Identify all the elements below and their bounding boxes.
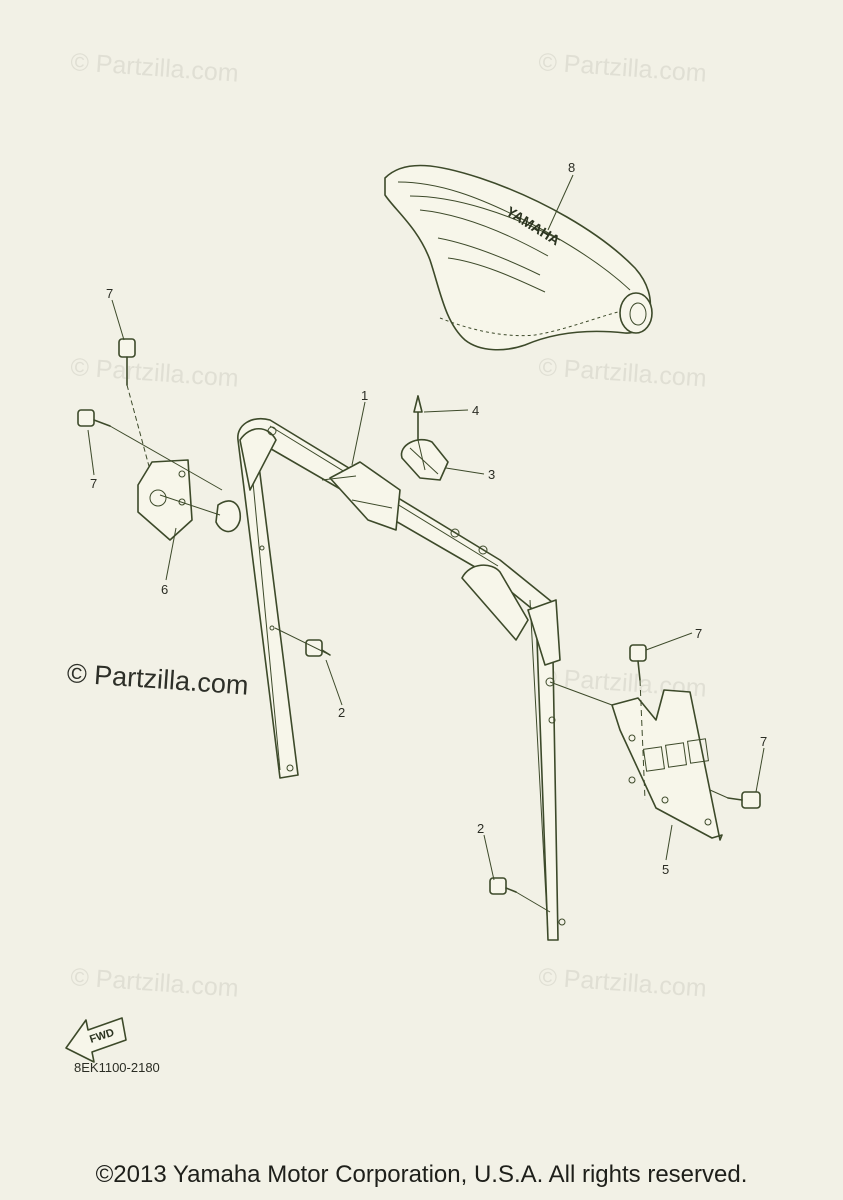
leader-lines: [87, 174, 765, 881]
watermark-bottom-left: © Partzilla.com: [70, 963, 240, 1003]
callout-handlebar: 1: [361, 388, 368, 403]
diagram-code: 8EK1100-2180: [74, 1060, 160, 1075]
callout-bolt-top-left-a: 7: [106, 286, 113, 301]
watermark-top-left: © Partzilla.com: [70, 48, 240, 88]
callout-bolt-plate-right: 7: [760, 734, 767, 749]
bolt-plate-top: [629, 644, 647, 681]
watermark-top-right: © Partzilla.com: [538, 48, 708, 88]
callout-bolt-top-left-b: 7: [90, 476, 97, 491]
bolt-pole-right: [489, 877, 517, 895]
bolt-pole-left: [305, 639, 331, 657]
callout-bolt-plate-top: 7: [695, 626, 702, 641]
callout-clip: 3: [488, 467, 495, 482]
bolt-plate-right: [727, 791, 761, 809]
bolt-top-left-b: [77, 409, 111, 427]
callout-rivet: 4: [472, 403, 479, 418]
callout-numbers: 8 1 4 3 7 7 6 2 7 7 5 2: [90, 160, 767, 877]
bolt-top-left-a: [118, 338, 136, 386]
handlebar-frame: [215, 418, 566, 941]
copyright-footer: ©2013 Yamaha Motor Corporation, U.S.A. A…: [95, 1161, 748, 1188]
callout-bolt-pole-right: 2: [477, 821, 484, 836]
fwd-arrow-icon: FWD: [65, 1017, 127, 1063]
left-bracket: [137, 459, 193, 541]
mounting-plate: [611, 689, 723, 841]
assembly-lines: [109, 384, 729, 913]
callout-bolt-pole-left: 2: [338, 705, 345, 720]
bolts: [77, 338, 761, 895]
callout-bracket: 6: [161, 582, 168, 597]
watermark-bottom-right: © Partzilla.com: [538, 963, 708, 1003]
callout-plate: 5: [662, 862, 669, 877]
watermark-mid-left: © Partzilla.com: [70, 353, 240, 393]
cable-clip: [400, 395, 449, 481]
seat-pad: YAMAHA: [384, 164, 653, 351]
callout-seat: 8: [568, 160, 575, 175]
watermark-mid-right: © Partzilla.com: [538, 353, 708, 393]
